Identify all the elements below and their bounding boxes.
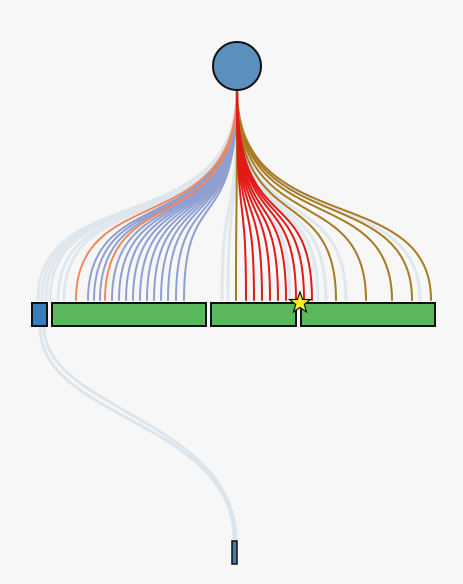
link-orange-0: [75, 89, 238, 301]
bottom-node: [231, 540, 238, 565]
links-layer: [36, 88, 432, 542]
link-drop-1: [42, 325, 238, 542]
blocks-layer: [31, 302, 436, 327]
extras-layer: [212, 41, 313, 565]
link-gold-outer-1: [236, 89, 367, 301]
block-green-left: [51, 302, 207, 327]
root-node: [212, 41, 262, 91]
link-periwinkle-13: [183, 89, 238, 301]
link-orange-1: [104, 89, 238, 301]
link-gold-outer-3: [236, 89, 413, 301]
block-green-middle: [210, 302, 297, 327]
block-blue-small: [31, 302, 48, 327]
block-green-right: [300, 302, 436, 327]
link-gold-outer-0: [236, 89, 337, 301]
link-gold-outer-4: [236, 89, 432, 301]
star-marker: [287, 290, 313, 314]
link-drop-0: [38, 325, 236, 542]
link-red-8: [236, 89, 313, 301]
